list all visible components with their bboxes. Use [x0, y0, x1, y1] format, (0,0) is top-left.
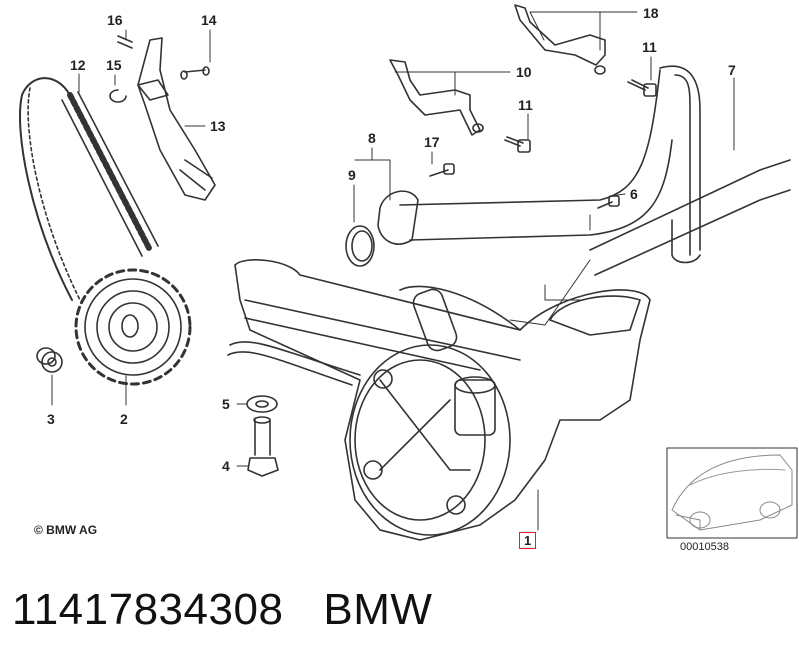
- copyright-notice: © BMW AG: [34, 523, 98, 537]
- part-number: 11417834308: [12, 585, 284, 634]
- callout-8: 8: [368, 130, 376, 146]
- callout-14: 14: [201, 12, 217, 28]
- washer-and-bolt: [246, 395, 279, 477]
- callout-11-upper: 11: [642, 39, 657, 55]
- bush: [36, 347, 63, 373]
- footer-caption: 11417834308 BMW: [12, 585, 432, 635]
- o-ring: [345, 225, 375, 267]
- callout-16: 16: [107, 12, 123, 28]
- callout-3: 3: [47, 411, 55, 427]
- chain-tensioner: [137, 37, 216, 201]
- brackets: [389, 4, 606, 136]
- oil-pump: [227, 259, 651, 541]
- callout-6: 6: [630, 186, 638, 202]
- thumbnail-code: 00010538: [680, 541, 729, 553]
- pins: [109, 35, 210, 103]
- callout-9: 9: [348, 167, 356, 183]
- callout-11-lower: 11: [518, 97, 533, 113]
- callout-labels: 2 3 4 5 6 7 8 9 10 11 11 12 13 14 15 16 …: [47, 5, 736, 474]
- screws: [429, 79, 657, 209]
- callout-17: 17: [424, 134, 440, 150]
- callout-2: 2: [120, 411, 128, 427]
- callout-12: 12: [70, 57, 86, 73]
- leader-lines: [51, 11, 735, 531]
- vehicle-thumbnail: [666, 447, 798, 539]
- highlighted-callout-1[interactable]: 1: [519, 532, 536, 549]
- callout-10: 10: [516, 64, 532, 80]
- timing-chain: [19, 77, 159, 301]
- callout-7: 7: [728, 62, 736, 78]
- callout-13: 13: [210, 118, 226, 134]
- sprocket: [74, 268, 192, 386]
- callout-15: 15: [106, 57, 122, 73]
- callout-1-label: 1: [524, 533, 532, 548]
- callout-18: 18: [643, 5, 659, 21]
- callout-5: 5: [222, 396, 230, 412]
- pipe: [377, 65, 791, 276]
- brand-name: BMW: [323, 585, 433, 634]
- callout-4: 4: [222, 458, 230, 474]
- parts-diagram: 2 3 4 5 6 7 8 9 10 11 11 12 13 14 15 16 …: [19, 4, 798, 541]
